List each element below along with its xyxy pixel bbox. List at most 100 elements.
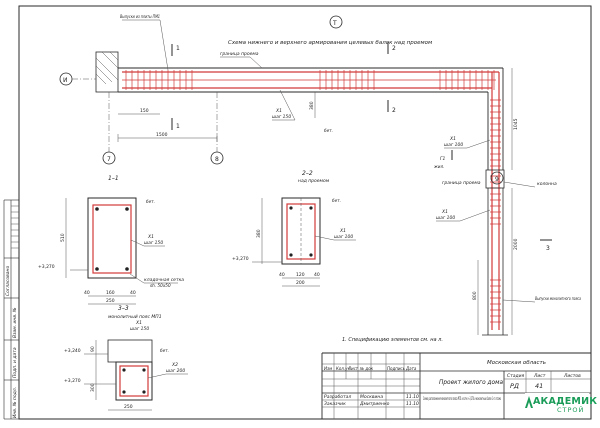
- dim-1045: 1045: [513, 118, 519, 130]
- tb-sheet-no: 41: [535, 382, 543, 390]
- axis-9-label: 9: [495, 176, 499, 183]
- tb-row1-role: Разработал: [324, 394, 351, 400]
- logo-name: АКАДЕМИК: [533, 396, 598, 407]
- callout-vypuski-bottom: Выпуски монолитного пояса: [535, 296, 581, 302]
- callout-x1-c: Х1: [441, 209, 448, 215]
- callout-x1-c-shag: шаг 100: [436, 215, 455, 221]
- axis-t: Т: [329, 15, 343, 29]
- callout-x1-b: Х1: [449, 136, 456, 142]
- tb-sheet-desc: Схема расположения монолитного пояса МП1…: [423, 396, 501, 402]
- tb-row1-date: 11.10: [406, 394, 419, 400]
- s11-x1-shag: шаг 150: [144, 240, 163, 246]
- s11-setka-size: sh. 50х50: [150, 283, 171, 288]
- tb-row2-date: 11.10: [406, 401, 419, 407]
- callout-x1-a-shag: шаг 150: [272, 114, 291, 120]
- tb-hdr-koluch: Кол.уч: [336, 366, 350, 371]
- s11-x1: Х1: [147, 234, 154, 240]
- s22-dim-380: 380: [256, 229, 262, 238]
- s33-x2-shag: шаг 200: [166, 368, 185, 374]
- tb-org: Московская область: [487, 360, 546, 366]
- left-stamp: Согласовано Взам. инв. № Подп. и дата Ин…: [3, 199, 19, 420]
- plan-title: Схема нижнего и верхнего армирования цел…: [228, 40, 432, 46]
- s22-dim-total: 200: [296, 280, 305, 286]
- tb-row2-role: Заказчик: [324, 401, 346, 407]
- tb-stage: РД: [510, 382, 519, 390]
- axis-i: И: [59, 72, 96, 86]
- tb-sheet-hdr: Лист: [533, 373, 546, 379]
- dim-380: 380: [309, 101, 315, 110]
- dims-plan: 1500 150 380 1045 2000 800 бет. жил.: [117, 68, 519, 335]
- s33-bet: бет.: [160, 348, 169, 353]
- s11-dim-510: 510: [60, 233, 66, 242]
- cut-2-top: 2: [392, 45, 396, 52]
- tb-hdr-list: Лист: [347, 366, 359, 371]
- axis-8-label: 8: [215, 156, 219, 163]
- tb-hdr-podpis: Подпись: [387, 366, 406, 371]
- callout-vypuski-top: Выпуски из плиты ПМ1: [120, 14, 160, 20]
- s33-dim-250: 250: [124, 404, 133, 410]
- logo-container: [525, 393, 589, 415]
- stamp-inv-orig: Инв. № подл.: [12, 387, 18, 418]
- dim-150: 150: [140, 108, 149, 114]
- axis-7: 7: [102, 92, 116, 165]
- stamp-inv-replace: Взам. инв. №: [12, 307, 18, 338]
- section-1-1: 1–1 510 +3,270 40 160 40 250 Х1 шаг 150 …: [38, 175, 184, 305]
- section-2-2: 2–2 над проемом 380 +3,270 40 120 40 200…: [232, 170, 356, 287]
- tb-sheets-hdr: Листов: [563, 373, 581, 379]
- s33-elev-b: +3,270: [64, 378, 81, 384]
- section-2-2-title: 2–2: [302, 170, 313, 177]
- wall-block: [95, 51, 119, 93]
- s22-dim-c: 40: [314, 272, 320, 278]
- callout-vypuski-top-text: Выпуски из плиты ПМ1: [120, 14, 160, 20]
- s33-x1-shag: шаг 150: [130, 326, 149, 332]
- axis-9: 9: [490, 171, 504, 185]
- section-2-2-sub: над проемом: [298, 179, 330, 184]
- axis-t-label: Т: [332, 20, 337, 27]
- s33-dim-90: 90: [90, 346, 96, 352]
- stamp-agreed: Согласовано: [5, 266, 11, 296]
- s33-x2: Х2: [171, 362, 178, 368]
- rebar-vertical: [482, 72, 508, 336]
- s11-dim-a: 40: [84, 290, 90, 296]
- s33-dim-300: 300: [90, 383, 96, 392]
- tb-hdr-izm: Изм: [324, 366, 332, 371]
- plan-view: Т И 7 8 9 Схема нижнего и верхнего армир…: [59, 14, 581, 336]
- cut-1-bottom: 1: [176, 123, 180, 130]
- axis-8: 8: [210, 92, 224, 165]
- tb-stage-hdr: Стадия: [507, 373, 525, 379]
- dim-2000: 2000: [513, 238, 519, 250]
- logo-sub: СТРОЙ: [557, 406, 585, 414]
- tb-row2-name: Дмитриенко: [359, 401, 390, 407]
- callout-kolonna: колонна: [537, 182, 557, 187]
- s22-x1: Х1: [339, 228, 346, 234]
- stamp-sign-date: Подп. и дата: [12, 347, 18, 378]
- dim-zhil: жил.: [433, 164, 445, 169]
- s22-dim-b: 120: [296, 272, 305, 278]
- sheet-frame: [18, 5, 592, 420]
- rebar-horizontal: [122, 70, 499, 90]
- s22-x1-shag: шаг 100: [334, 234, 353, 240]
- callout-g1: Г1: [440, 156, 446, 162]
- cut-marks: 1 1 2 2 3: [171, 42, 552, 252]
- s11-dim-total: 250: [106, 298, 115, 304]
- axis-i-label: И: [63, 77, 68, 84]
- s11-dim-c: 40: [130, 290, 136, 296]
- s22-elev: +3,270: [232, 256, 249, 262]
- s11-setka: кладочная сетка: [144, 278, 184, 283]
- tb-hdr-ndoc: № док: [359, 366, 374, 371]
- tb-project: Проект жилого дома: [439, 380, 503, 386]
- s22-bet: бет.: [332, 198, 341, 203]
- callout-x1-a: Х1: [275, 108, 282, 114]
- cut-1-top: 1: [176, 45, 180, 52]
- tb-sheet-desc-text: Схема расположения монолитного пояса МП1…: [423, 396, 501, 402]
- callout-gran-proema: граница проема: [220, 52, 259, 57]
- s22-dim-a: 40: [279, 272, 285, 278]
- tb-row1-name: Москвина: [360, 394, 383, 400]
- axis-7-label: 7: [107, 156, 111, 163]
- cut-3-right: 3: [546, 245, 550, 252]
- section-3-3-sub: монолитный пояс МП1: [108, 314, 162, 320]
- dim-bet: бет.: [324, 128, 333, 133]
- s11-bet: бет.: [146, 199, 155, 204]
